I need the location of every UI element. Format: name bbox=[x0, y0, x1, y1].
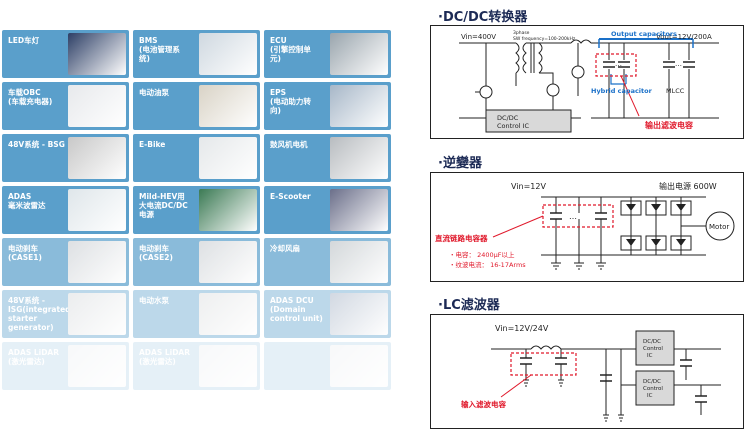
motorcycle-icon bbox=[330, 189, 388, 231]
alternator-icon bbox=[68, 137, 126, 179]
application-tile-label: 48V系统 - BSG bbox=[8, 140, 65, 149]
dashboard-icon bbox=[330, 293, 388, 335]
generator-icon bbox=[68, 293, 126, 335]
dcdc-phase-label: 3phase bbox=[513, 30, 530, 36]
svg-text:…: … bbox=[569, 212, 577, 221]
dcdc-vin-label: Vin=400V bbox=[461, 33, 496, 41]
lc-control-2-l2: Control bbox=[643, 386, 663, 392]
application-tile: 车载OBC (车载充电器) bbox=[2, 82, 129, 130]
dcdc-diagram-panel: … … Vin=400V Vout=12V/200A 3phase SW fre… bbox=[430, 25, 744, 139]
application-tile-label: LED车灯 bbox=[8, 36, 40, 45]
radar-road-icon bbox=[68, 189, 126, 231]
brake-unit-icon bbox=[199, 241, 257, 283]
lc-filter-circuit-svg: Vin=12V/24V DC/DC Control IC DC/DC Contr… bbox=[461, 324, 721, 422]
application-tile-grid: LED车灯 BMS (电池管理系 统) ECU (引擎控制单 元) 车载OBC (车载… bbox=[0, 30, 395, 430]
headlight-icon bbox=[68, 33, 126, 75]
application-tile-label: 电动油泵 bbox=[139, 88, 169, 97]
application-tile-label: ADAS 毫米波雷达 bbox=[8, 192, 46, 210]
application-tile bbox=[264, 342, 391, 390]
application-tile-label: ECU (引擎控制单 元) bbox=[270, 36, 311, 63]
brake-unit-icon bbox=[68, 241, 126, 283]
dcdc-control-label-2: Control IC bbox=[497, 122, 529, 130]
application-tile: BMS (电池管理系 统) bbox=[133, 30, 260, 78]
application-tile-label: 车载OBC (车载充电器) bbox=[8, 88, 53, 106]
inverter-circuit-svg: … Vin=12V 输出电源 600W Motor 直流链路电容器 ・电容： 2… bbox=[435, 181, 735, 270]
application-tile: 冷却风扇 bbox=[264, 238, 391, 286]
application-tile: 电动油泵 bbox=[133, 82, 260, 130]
application-tile-label: ADAS DCU (Domain control unit) bbox=[270, 296, 323, 323]
lidar-icon bbox=[68, 345, 126, 387]
application-tile-label: 电动水泵 bbox=[139, 296, 169, 305]
application-tile: 48V系统 - ISG(integrated starter generator… bbox=[2, 290, 129, 338]
application-tile-label: BMS (电池管理系 统) bbox=[139, 36, 180, 63]
inverter-diagram-panel: … Vin=12V 输出电源 600W Motor 直流链路电容器 ・电容： 2… bbox=[430, 172, 744, 282]
hybrid-cap-label: Hybrid capacitor bbox=[591, 87, 653, 95]
application-tile: E-Bike bbox=[133, 134, 260, 182]
application-tile: Mild-HEV用 大电流DC/DC 电源 bbox=[133, 186, 260, 234]
bicycle-icon bbox=[199, 137, 257, 179]
application-tile: EPS (电动助力转 向) bbox=[264, 82, 391, 130]
lc-callout-label: 输入滤波电容 bbox=[461, 399, 506, 409]
lc-vin-label: Vin=12V/24V bbox=[495, 324, 549, 333]
fan-icon bbox=[330, 241, 388, 283]
car-charger-icon bbox=[68, 85, 126, 127]
application-tile: ADAS LiDAR (激光雷达) bbox=[2, 342, 129, 390]
application-tile: ADAS LiDAR (激光雷达) bbox=[133, 342, 260, 390]
inverter-ripple-label: ・纹波电流： 16-17Arms bbox=[449, 260, 526, 269]
application-tile-label: E-Bike bbox=[139, 140, 166, 149]
inverter-capacitance-label: ・电容： 2400μF以上 bbox=[449, 250, 515, 259]
application-tile-label: 48V系统 - ISG(integrated starter generator… bbox=[8, 296, 71, 332]
motor-label: Motor bbox=[709, 223, 729, 231]
dcdc-callout-label: 输出滤波电容 bbox=[645, 120, 693, 130]
steering-icon bbox=[330, 85, 388, 127]
application-tile: 电动刹车 (CASE1) bbox=[2, 238, 129, 286]
lc-filter-section-title: ·LC滤波器 bbox=[438, 298, 500, 313]
mlcc-label: MLCC bbox=[666, 87, 685, 95]
lc-control-1-l1: DC/DC bbox=[643, 339, 661, 345]
application-tile: LED车灯 bbox=[2, 30, 129, 78]
dcdc-section-title: ·DC/DC转换器 bbox=[438, 10, 528, 25]
output-caps-label: Output capacitors bbox=[611, 30, 677, 38]
application-tile: ECU (引擎控制单 元) bbox=[264, 30, 391, 78]
dcdc-vout-label: Vout=12V/200A bbox=[656, 33, 712, 41]
dcdc-circuit-svg: … … Vin=400V Vout=12V/200A 3phase SW fre… bbox=[459, 30, 719, 133]
application-tile-label: 鼓风机电机 bbox=[270, 140, 308, 149]
application-tile-label: ADAS LiDAR (激光雷达) bbox=[139, 348, 191, 366]
lc-control-2-l1: DC/DC bbox=[643, 379, 661, 385]
application-tile: 电动水泵 bbox=[133, 290, 260, 338]
application-tile: 鼓风机电机 bbox=[264, 134, 391, 182]
oil-pump-icon bbox=[199, 85, 257, 127]
lc-control-2-l3: IC bbox=[647, 393, 653, 399]
battery-pack-icon bbox=[199, 33, 257, 75]
application-tile: 电动刹车 (CASE2) bbox=[133, 238, 260, 286]
application-tile-label: 电动刹车 (CASE2) bbox=[139, 244, 173, 262]
inverter-output-label: 输出电源 600W bbox=[659, 181, 717, 191]
application-tile-label: ADAS LiDAR (激光雷达) bbox=[8, 348, 60, 366]
pcb-board-icon bbox=[199, 189, 257, 231]
inverter-callout-label: 直流链路电容器 bbox=[435, 233, 488, 243]
application-tile: E-Scooter bbox=[264, 186, 391, 234]
application-tile-label: 冷却风扇 bbox=[270, 244, 300, 253]
ecu-module-icon bbox=[330, 33, 388, 75]
application-tile-label: E-Scooter bbox=[270, 192, 311, 201]
application-tile: ADAS 毫米波雷达 bbox=[2, 186, 129, 234]
lidar-icon bbox=[330, 345, 388, 387]
svg-text:…: … bbox=[675, 60, 682, 68]
lidar-icon bbox=[199, 345, 257, 387]
application-tile: 48V系统 - BSG bbox=[2, 134, 129, 182]
blower-icon bbox=[330, 137, 388, 179]
application-tile: ADAS DCU (Domain control unit) bbox=[264, 290, 391, 338]
dcdc-control-label-1: DC/DC bbox=[497, 114, 519, 122]
inverter-section-title: ·逆變器 bbox=[438, 156, 482, 171]
application-tile-label: 电动刹车 (CASE1) bbox=[8, 244, 42, 262]
lc-control-1-l2: Control bbox=[643, 346, 663, 352]
application-tile-label: Mild-HEV用 大电流DC/DC 电源 bbox=[139, 192, 188, 219]
dcdc-freq-label: SW frequency=100-200kHz bbox=[513, 36, 576, 42]
svg-text:…: … bbox=[615, 60, 622, 68]
lc-control-1-l3: IC bbox=[647, 353, 653, 359]
inverter-vin-label: Vin=12V bbox=[511, 182, 546, 191]
water-pump-icon bbox=[199, 293, 257, 335]
application-tile-label: EPS (电动助力转 向) bbox=[270, 88, 311, 115]
lc-filter-diagram-panel: Vin=12V/24V DC/DC Control IC DC/DC Contr… bbox=[430, 314, 744, 429]
